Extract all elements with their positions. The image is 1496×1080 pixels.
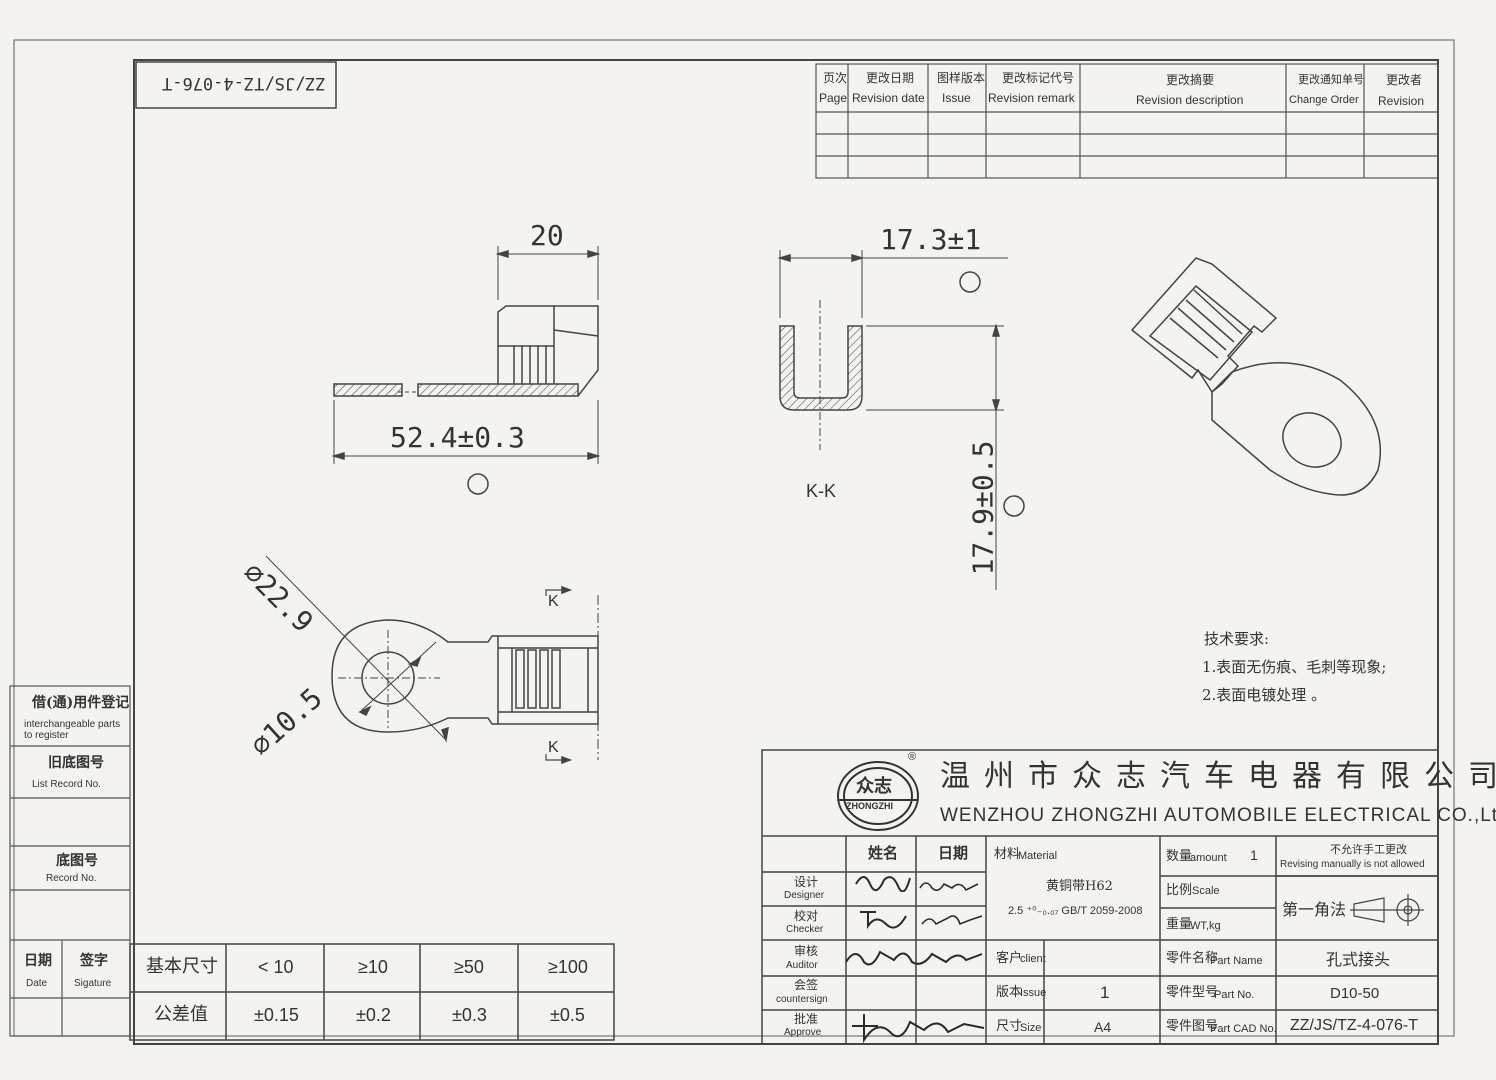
interchange-en-1: interchangeable parts (24, 719, 121, 730)
section-label: K-K (806, 481, 837, 501)
size-value: A4 (1094, 1019, 1112, 1035)
projection-label: 第一角法 (1282, 900, 1347, 919)
interchange-en-2: to register (24, 730, 69, 741)
countersign-en: countersign (776, 994, 828, 1005)
side-view (331, 246, 601, 495)
designer-signature (852, 868, 914, 893)
dim-top-width: 20 (530, 219, 564, 252)
cut-marker-top: K (548, 593, 559, 610)
cad-no-value: ZZ/JS/TZ-4-076-T (1290, 1017, 1419, 1034)
no-manual-en: Revising manually is not allowed (1280, 859, 1425, 870)
record-cn: 底图号 (56, 853, 98, 869)
dim-overall-length: 52.4±0.3 (390, 421, 525, 454)
revision-table (815, 63, 1439, 179)
auditor-cn: 审核 (794, 944, 819, 958)
rotated-code-box (135, 61, 337, 109)
tolerance-row1-label: 基本尺寸 (146, 956, 218, 977)
dim-section-width: 17.3±1 (880, 223, 982, 256)
scale-cn: 比例 (1166, 883, 1193, 898)
old-record-en: List Record No. (32, 779, 101, 790)
tolerance-value-4: ±0.5 (550, 1005, 585, 1025)
approve-cn: 批准 (794, 1012, 819, 1026)
amount-en: amount (1190, 852, 1227, 864)
old-record-cn: 旧底图号 (48, 755, 104, 771)
size-en: Size (1020, 1022, 1042, 1034)
company-logo (837, 761, 919, 831)
approve-en: Approve (784, 1027, 822, 1038)
registered-mark: ® (908, 751, 917, 763)
countersign-cn: 会签 (794, 978, 819, 992)
projection-symbol (1350, 894, 1424, 926)
checker-date-handwritten (918, 908, 988, 930)
logo-en: ZHONGZHI (846, 801, 893, 811)
date-head: 日期 (938, 844, 969, 862)
material-cn: 材料 (994, 847, 1021, 862)
tolerance-range-4: ≥100 (548, 957, 588, 977)
tolerance-value-2: ±0.2 (356, 1005, 391, 1025)
date-cn: 日期 (24, 953, 52, 969)
tech-req-title: 技术要求: (1204, 630, 1270, 648)
checker-cn: 校对 (794, 909, 819, 923)
client-en: client (1020, 953, 1046, 965)
sign-en: Sigature (74, 978, 112, 989)
issue-cn: 版本 (996, 985, 1023, 1000)
cad-no-cn: 零件图号 (1166, 1019, 1219, 1034)
part-no-value: D10-50 (1330, 985, 1380, 1002)
checker-signature (856, 904, 914, 930)
material-value: 黄铜带H62 (1046, 879, 1113, 894)
part-name-cn: 零件名称 (1166, 951, 1219, 966)
left-panel-grid (9, 685, 131, 1037)
approve-signature (848, 1008, 992, 1044)
company-name-en: WENZHOU ZHONGZHI AUTOMOBILE ELECTRICAL C… (940, 805, 1496, 826)
outer-border (13, 39, 1455, 1037)
record-en: Record No. (46, 873, 97, 884)
company-name-cn: 温州市众志汽车电器有限公司 (940, 759, 1496, 794)
designer-date-handwritten (916, 874, 986, 896)
sign-cn: 签字 (80, 953, 108, 969)
section-kk (777, 250, 1025, 590)
material-spec: 2.5 ⁺⁰₋₀.₀₇ GB/T 2059-2008 (1008, 905, 1143, 917)
part-name-en: Part Name (1210, 955, 1263, 967)
part-name-value: 孔式接头 (1326, 950, 1391, 969)
size-cn: 尺寸 (996, 1019, 1023, 1034)
checker-en: Checker (786, 924, 824, 935)
tolerance-value-1: ±0.15 (254, 1005, 299, 1025)
plan-view (265, 555, 599, 765)
rotated-drawing-no: ZZ/JS/TZ-4-076-T (162, 73, 326, 93)
cad-no-en: Part CAD No. (1210, 1023, 1277, 1035)
material-en: Material (1018, 850, 1058, 862)
tolerance-value-3: ±0.3 (452, 1005, 487, 1025)
logo-cn: 众志 (856, 776, 892, 797)
tolerance-grid (129, 943, 615, 1041)
designer-cn: 设计 (794, 875, 819, 889)
date-en: Date (26, 978, 48, 989)
tolerance-range-3: ≥50 (454, 957, 484, 977)
tech-req-item-2: 2.表面电镀处理 。 (1202, 686, 1327, 704)
weight-cn: 重量 (1166, 917, 1193, 932)
cut-marker-bottom: K (548, 739, 559, 756)
no-manual-cn: 不允许手工更改 (1330, 843, 1407, 856)
auditor-en: Auditor (786, 960, 818, 971)
title-block-grid (761, 749, 1439, 1045)
amount-value: 1 (1250, 847, 1258, 863)
designer-en: Designer (784, 890, 825, 901)
weight-en: WT,kg (1190, 920, 1221, 932)
isometric-view (1130, 257, 1382, 496)
interchange-cn: 借(通)用件登记 (32, 695, 130, 711)
part-no-cn: 零件型号 (1166, 985, 1219, 1000)
client-cn: 客户 (996, 951, 1023, 966)
tech-req-item-1: 1.表面无伤痕、毛刺等现象; (1202, 658, 1387, 676)
amount-cn: 数量 (1166, 849, 1193, 864)
name-head: 姓名 (868, 844, 899, 862)
dim-section-height: 17.9±0.5 (966, 440, 1000, 576)
part-no-en: Part No. (1214, 989, 1255, 1001)
auditor-signature (842, 940, 992, 974)
scale-en: Scale (1192, 885, 1220, 897)
tolerance-range-2: ≥10 (358, 957, 388, 977)
tolerance-row2-label: 公差值 (154, 1004, 208, 1025)
issue-en: Issue (1020, 987, 1047, 999)
tolerance-range-1: < 10 (258, 957, 294, 977)
issue-value: 1 (1100, 983, 1110, 1002)
